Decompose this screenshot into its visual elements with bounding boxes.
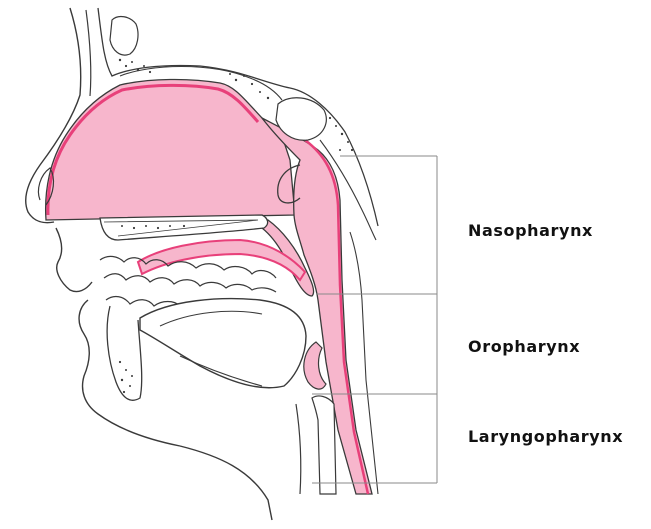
nasal-cavity bbox=[46, 79, 295, 220]
upper-lip bbox=[56, 228, 92, 292]
nasal-bone bbox=[86, 10, 91, 96]
epiglottis bbox=[304, 342, 326, 389]
label-laryngopharynx: Laryngopharynx bbox=[468, 427, 623, 446]
label-oropharynx: Oropharynx bbox=[468, 337, 580, 356]
mandible bbox=[107, 306, 142, 400]
trachea bbox=[296, 404, 301, 494]
frontal-sinus bbox=[110, 17, 138, 56]
label-nasopharynx: Nasopharynx bbox=[468, 221, 593, 240]
larynx bbox=[312, 396, 336, 494]
neck-front bbox=[180, 446, 272, 520]
hard-palate bbox=[100, 215, 268, 240]
upper-teeth-lower bbox=[104, 274, 276, 292]
